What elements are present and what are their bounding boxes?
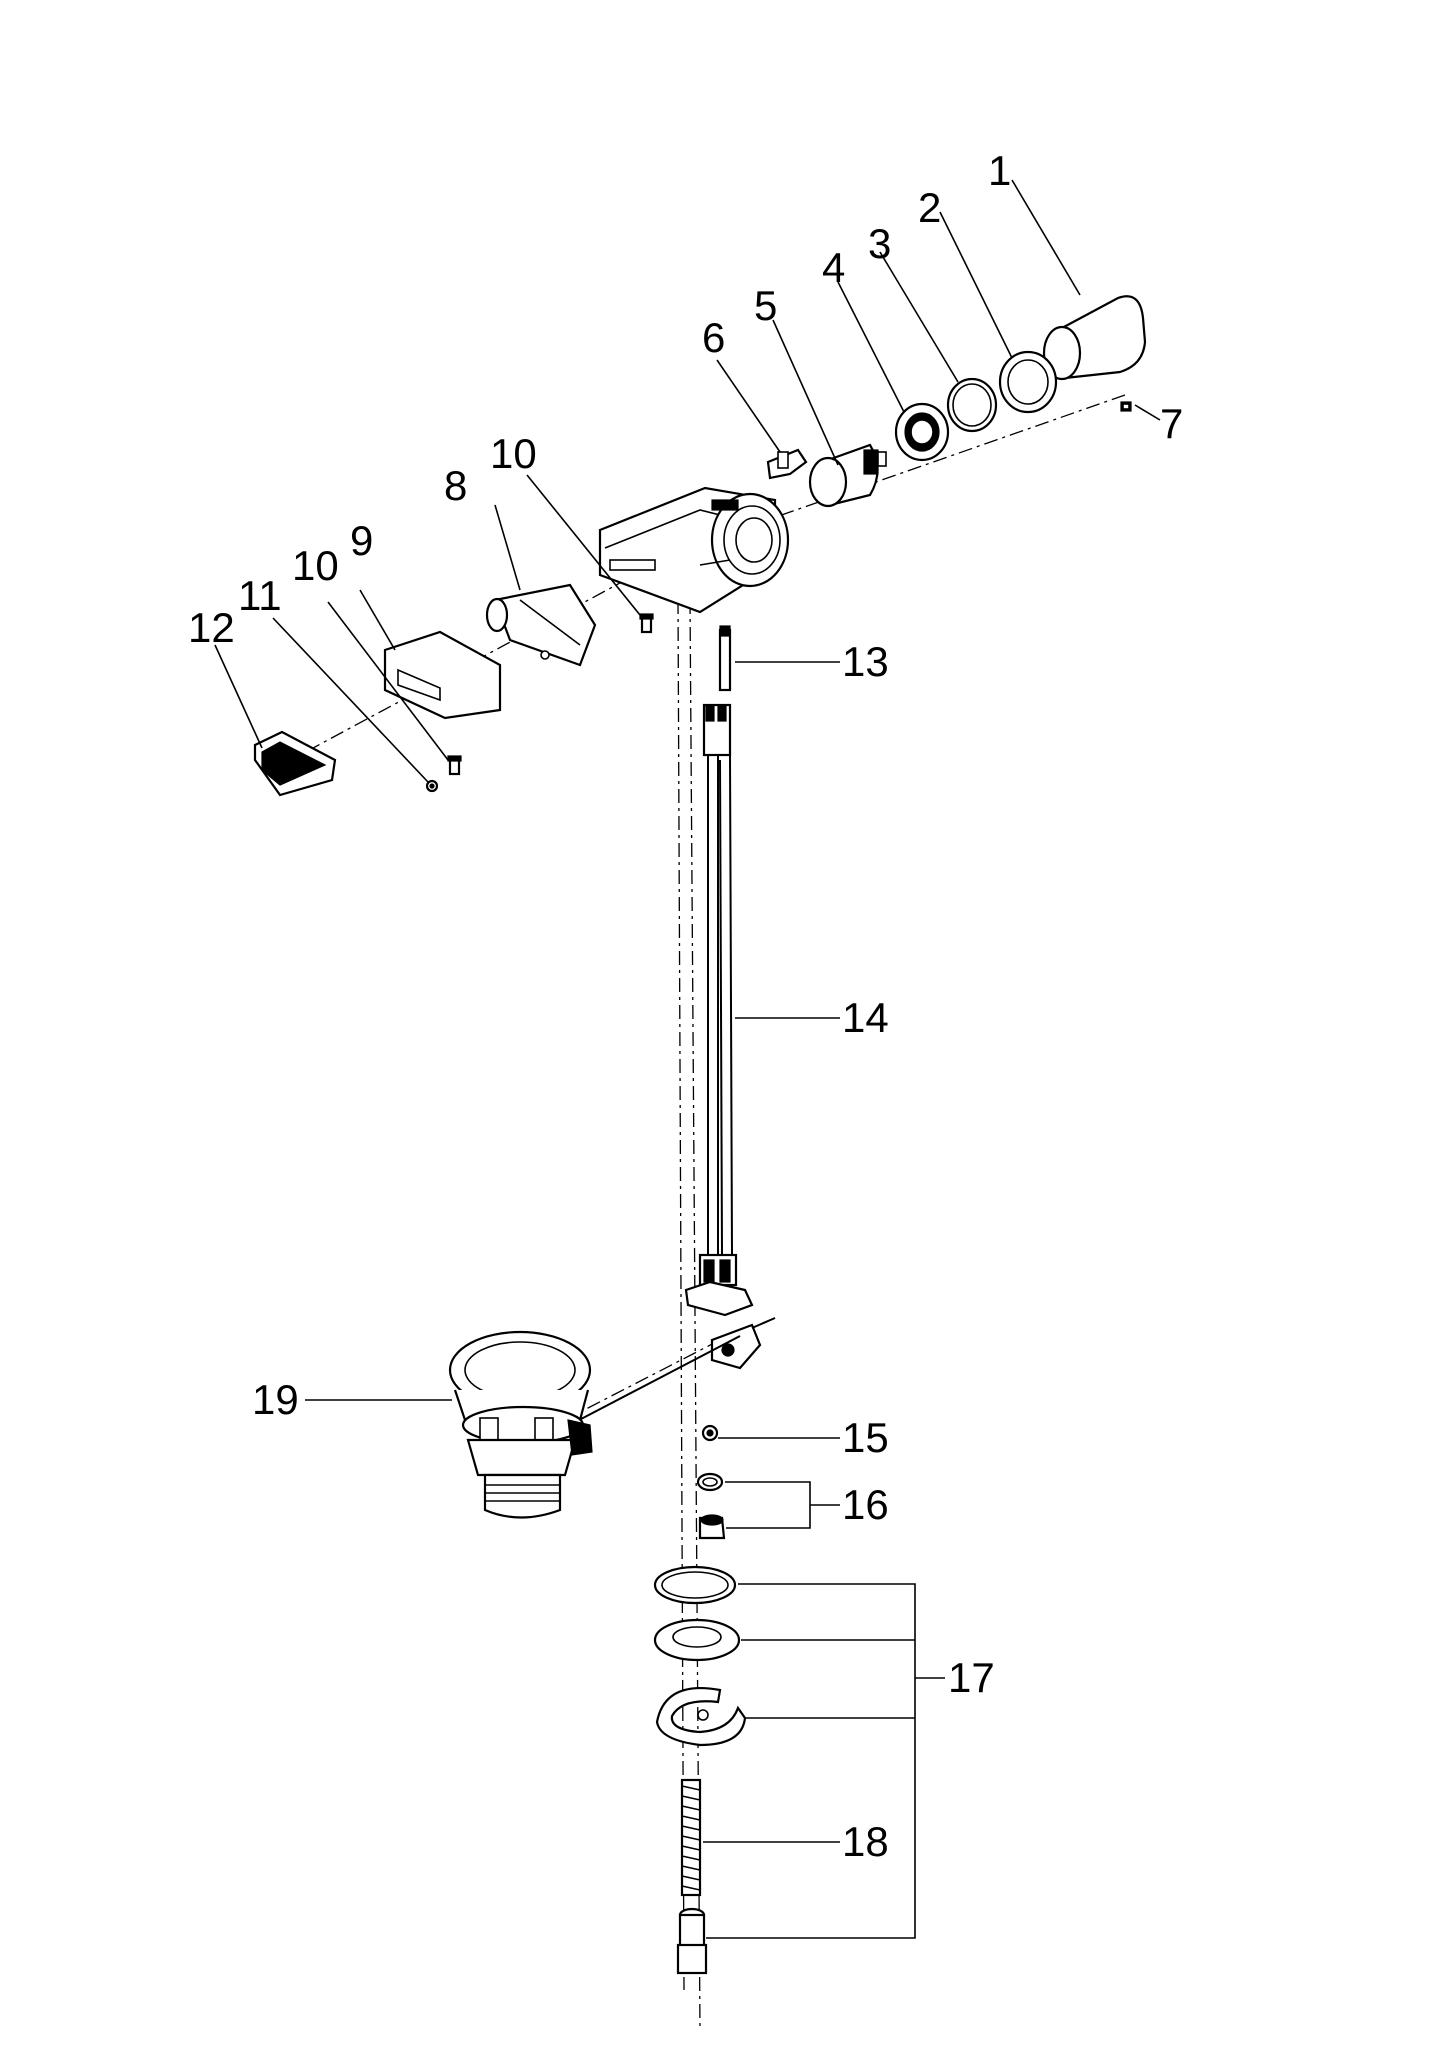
callout-16: 16 <box>842 1481 889 1528</box>
callout-10-lower: 10 <box>292 542 339 589</box>
callout-3: 3 <box>868 220 891 267</box>
part-5-cartridge <box>808 443 887 508</box>
part-7-grub-screw <box>1120 401 1132 412</box>
callout-19: 19 <box>252 1376 299 1423</box>
part-18-threaded-rod <box>676 1778 708 1975</box>
lift-rod-assembly <box>559 1317 776 1431</box>
callout-13: 13 <box>842 638 889 685</box>
callout-6: 6 <box>702 314 725 361</box>
callout-5: 5 <box>754 282 777 329</box>
part-8-bar <box>485 583 597 667</box>
part-1-handle-cap <box>1042 295 1147 381</box>
part-10-screw-lower <box>447 755 462 776</box>
part-19-waste-drain <box>448 1330 593 1519</box>
callout-2: 2 <box>918 184 941 231</box>
callout-labels: 1 2 3 4 5 6 7 8 9 10 10 11 12 13 14 15 1… <box>188 147 1183 1865</box>
part-11-screw <box>425 779 439 793</box>
callout-15: 15 <box>842 1414 889 1461</box>
callout-8: 8 <box>444 462 467 509</box>
part-16-seal-and-nut <box>696 1472 726 1540</box>
part-13-pin <box>718 625 732 692</box>
callout-1: 1 <box>988 147 1011 194</box>
part-14-supply-hoses <box>684 703 754 1317</box>
part-6-lever <box>766 448 808 480</box>
callout-18: 18 <box>842 1818 889 1865</box>
part-9-housing <box>383 630 502 720</box>
callout-9: 9 <box>350 517 373 564</box>
part-2-cover-ring <box>998 350 1058 414</box>
part-17-mounting-set <box>653 1565 747 1747</box>
part-15-screw <box>701 1424 719 1442</box>
leader-lines <box>214 179 1161 1939</box>
callout-4: 4 <box>822 244 845 291</box>
callout-7: 7 <box>1160 400 1183 447</box>
callout-17: 17 <box>948 1654 995 1701</box>
part-3-o-ring <box>946 377 998 433</box>
callout-14: 14 <box>842 994 889 1041</box>
part-10-screw-upper <box>639 613 654 634</box>
callout-12: 12 <box>188 604 235 651</box>
valve-body <box>598 486 790 614</box>
callout-10-upper: 10 <box>490 430 537 477</box>
callout-11: 11 <box>238 572 282 619</box>
part-12-aerator <box>253 730 337 797</box>
part-4-threaded-nut <box>894 402 950 462</box>
